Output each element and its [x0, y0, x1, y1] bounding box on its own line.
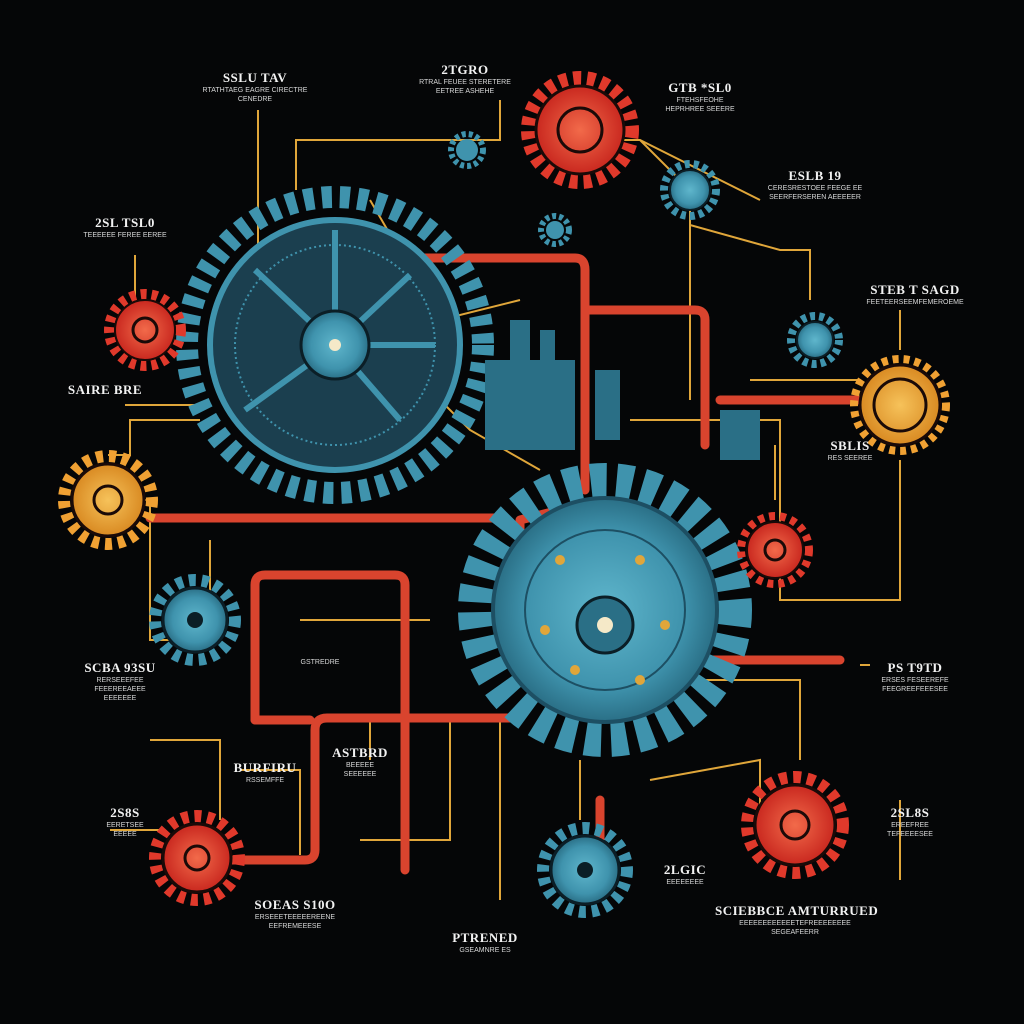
- orange-gear-left: [58, 450, 158, 550]
- teal-gear-left: [149, 574, 241, 666]
- teal-gear-small-top: [448, 131, 572, 247]
- red-gear-left: [104, 289, 186, 371]
- red-gear-bottom-left: [149, 810, 245, 906]
- large-teal-gear-center: [458, 463, 752, 757]
- large-teal-gear-upper: [176, 186, 494, 504]
- red-gear-right: [737, 512, 813, 588]
- teal-gear-bottom: [537, 822, 633, 918]
- machinery-tower: [485, 320, 760, 460]
- red-gear-bottom-right: [741, 771, 849, 879]
- teal-gear-right: [787, 312, 843, 368]
- orange-gear-right: [850, 355, 950, 455]
- teal-gear-top-right: [660, 160, 720, 220]
- red-gear-top: [521, 71, 639, 189]
